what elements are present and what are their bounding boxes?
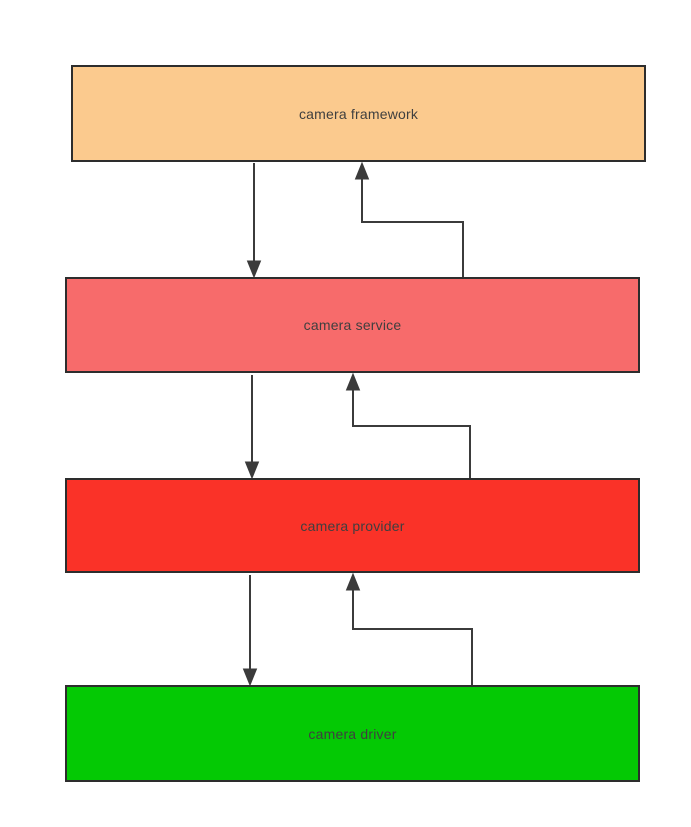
edge-provider-to-service-line (352, 389, 471, 478)
edge-service-to-provider (244, 375, 260, 480)
arrow-down-icon (244, 461, 260, 480)
node-camera-driver: camera driver (65, 685, 640, 782)
arrow-down-icon (242, 668, 258, 687)
node-camera-service: camera service (65, 277, 640, 373)
edge-provider-to-service (345, 372, 471, 478)
node-camera-framework: camera framework (71, 65, 646, 162)
node-camera-framework-label: camera framework (298, 105, 419, 122)
arrow-up-icon (345, 572, 361, 591)
edge-framework-to-service (246, 163, 262, 279)
node-camera-driver-label: camera driver (308, 725, 397, 742)
edge-service-to-framework (354, 161, 464, 277)
arrow-down-icon (246, 260, 262, 279)
arrow-up-icon (354, 161, 370, 180)
edge-driver-to-provider (345, 572, 473, 685)
arrow-up-icon (345, 372, 361, 391)
edge-service-to-framework-line (361, 178, 464, 277)
node-camera-service-label: camera service (303, 317, 402, 333)
node-camera-provider-label: camera provider (300, 517, 405, 534)
edge-driver-to-provider-line (352, 589, 473, 685)
node-camera-provider: camera provider (65, 478, 640, 573)
edge-provider-to-driver (242, 575, 258, 687)
